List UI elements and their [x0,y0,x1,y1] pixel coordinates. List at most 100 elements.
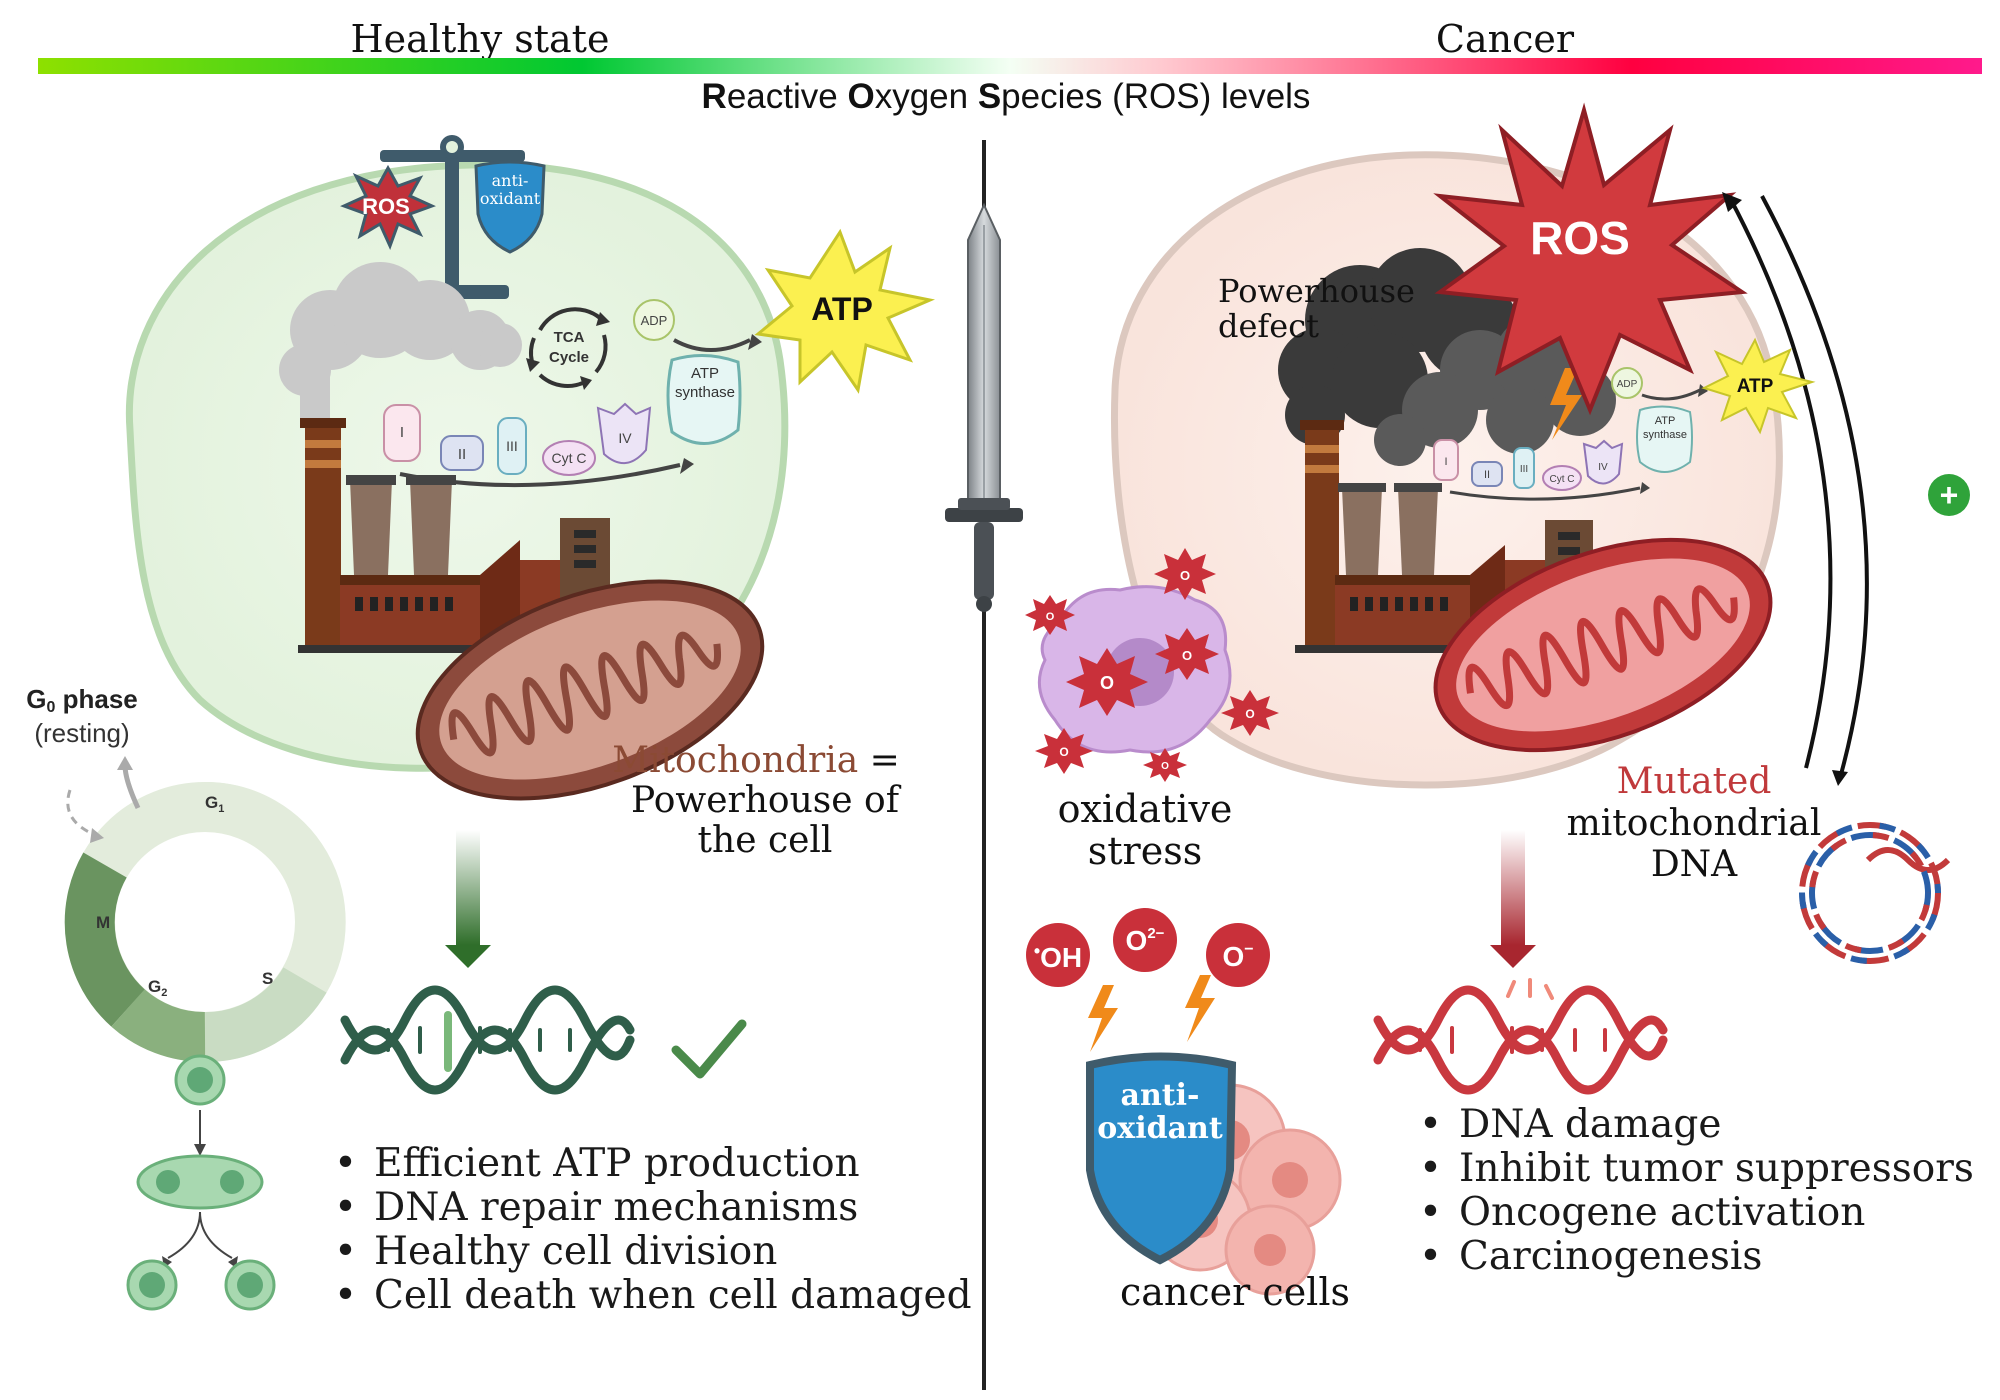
lightning-icon-2 [1185,975,1215,1042]
oxidative-stress-line2: stress [1088,829,1202,873]
mito-eq: = [858,740,900,781]
radical-o2-6: O [1059,745,1068,759]
cancer-outcomes-list: DNA damage Inhibit tumor suppressors Onc… [1415,1103,1974,1280]
mutated-label-1: Mutated [1617,761,1772,802]
radical-star-5: O [1221,690,1279,736]
atp-starburst: ATP [754,228,936,394]
radical-o2-3: O [1182,648,1192,663]
complex-iv-label: IV [618,430,632,446]
healthy-outcome-item: Cell death when cell damaged [330,1274,972,1319]
complex-ii-label: II [458,446,466,463]
etc-complex-ii: II [440,435,484,471]
healthy-mitochondrion [415,579,765,801]
lightning-icon-1 [1088,985,1118,1052]
powerhouse-defect-line2: defect [1218,307,1319,345]
powerhouse-defect-line1: Powerhouse [1218,272,1415,310]
antioxidant-shield-small: anti- oxidant [474,160,546,254]
healthy-outcomes-list: Efficient ATP production DNA repair mech… [330,1142,972,1319]
cancer-outcome-item: DNA damage [1415,1103,1974,1148]
cancer-synthase-label-1: ATP [1655,415,1676,427]
radical-star-2: O [1025,595,1075,635]
ros-large-label: ROS [1530,212,1630,264]
cancer-adp-arrow [1641,388,1701,401]
light-smoke [279,262,522,420]
cancer-outcome-item: Oncogene activation [1415,1191,1974,1236]
antioxidant-small-label-2: oxidant [480,189,541,208]
tca-label-2: Cycle [549,349,589,366]
adp-label: ADP [641,313,668,328]
atp-label: ATP [811,291,873,327]
cancer-title: Cancer [1436,17,1575,61]
adp-arrowhead [748,334,762,350]
synthase-label-2: synthase [675,384,735,401]
atp-synthase: ATP synthase [666,353,742,445]
radical-star-6: O [1035,728,1093,774]
cancer-cells-label: cancer cells [1120,1270,1350,1314]
radical-star-4: O [1066,648,1148,716]
phase-m-label: M [96,913,110,932]
etc-complex-iii: III [497,417,527,475]
antioxidant-large-label-2: oxidant [1097,1111,1223,1146]
cancer-adp-circle: ADP [1611,367,1643,399]
feedback-arrow-up [1728,197,1833,769]
cancer-complex-iii-label: III [1520,464,1528,475]
feedback-arrow-up-head [1722,192,1742,212]
free-radical-oh: •OH [1026,923,1090,987]
cancer-complex-i-label: I [1444,456,1447,468]
radical-o2-2: O [1046,611,1055,623]
cancer-adp-label: ADP [1617,379,1638,390]
radical-o2-4: O [1100,673,1114,693]
complex-iii-label: III [506,438,518,454]
healthy-outcome-item: Efficient ATP production [330,1142,972,1187]
healthy-state-title: Healthy state [351,17,610,61]
plus-icon: + [1928,474,1970,516]
mutated-label-2: mitochondrial [1567,803,1822,844]
radical-o2-5: O [1245,707,1254,721]
healthy-down-arrow [445,830,491,968]
complex-i-label: I [400,424,404,441]
tca-label-1: TCA [554,329,585,346]
antioxidant-small-label-1: anti- [492,171,529,190]
healthy-factory-icon [298,418,618,653]
mito-caption-line2: Powerhouse of [631,780,902,821]
electron-flow-arrowhead [680,458,694,474]
phase-g1-label: G1 [205,793,224,815]
cancer-electron-flow-arrow [1449,486,1641,501]
cancer-outcome-item: Inhibit tumor suppressors [1415,1147,1974,1192]
circular-mtdna-icon [1799,822,1951,964]
cancer-complex-ii-label: II [1484,469,1490,481]
cancer-cytochrome-c: Cyt C [1542,465,1582,491]
healthy-outcome-item: DNA repair mechanisms [330,1186,972,1231]
adp-to-atp-arrow [673,338,751,352]
mito-caption-line1: Mitochondria = [612,740,900,781]
plus-label: + [1940,477,1959,513]
cell-cycle-diagram: G1 S G2 M [64,756,346,1063]
cell-division-icon [126,1054,276,1311]
cancer-atp-starburst: ATP [1701,337,1816,435]
radical-star-1: O [1154,548,1216,600]
mito-caption-line3: the cell [698,820,833,861]
header: Healthy state Cancer Reactive Oxygen Spe… [38,17,1982,116]
superoxide-radicals: O O O O O O O [1025,548,1279,782]
radical-o2-7: O [1161,761,1169,772]
mutated-label-3: DNA [1651,844,1738,885]
cancer-etc-complex-i: I [1433,439,1459,481]
g0-resting-label: (resting) [34,718,129,748]
cancer-mitochondrion [1433,537,1773,753]
cancer-etc-complex-iv: IV [1582,439,1624,485]
cancer-atp-synthase: ATP synthase [1636,405,1693,473]
phase-g2-label: G2 [148,977,167,999]
ros-scale-label: Reactive Oxygen Species (ROS) levels [702,77,1311,116]
cancer-electron-flow-arrowhead [1640,482,1650,494]
radical-o2-1: O [1180,568,1190,583]
radical-star-7: O [1143,748,1187,782]
checkmark-icon [671,1019,747,1079]
healthy-outcome-item: Healthy cell division [330,1230,972,1275]
ros-star-small: ROS [340,164,436,250]
cancer-atp-label: ATP [1737,376,1774,397]
free-radical-superoxide: O− [1206,923,1270,987]
ros-burst-large: ROS [1433,102,1748,416]
svg-text:•OH: •OH [1034,941,1082,973]
etc-complex-iv: IV [596,402,652,464]
free-radical-peroxide: O2− [1113,908,1177,972]
